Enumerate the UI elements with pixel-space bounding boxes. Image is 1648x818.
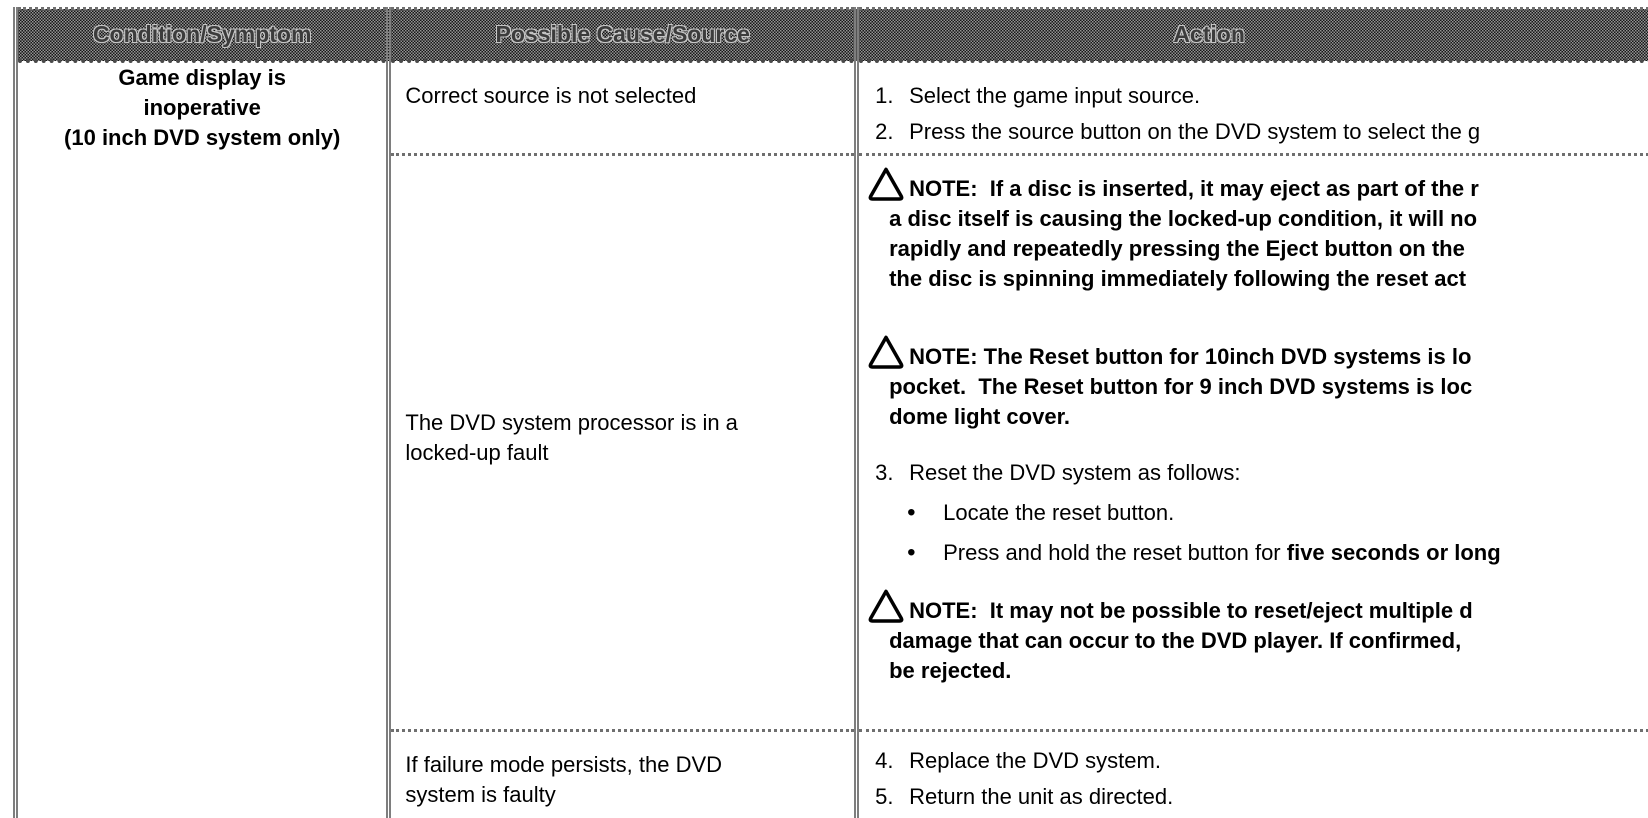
action-step-1: 1. Select the game input source. (867, 81, 1648, 111)
action-cell-2: NOTE: If a disc is inserted, it may ejec… (854, 152, 1648, 732)
step-text: Press the source button on the DVD syste… (909, 118, 1481, 144)
action-cell-3: 4. Replace the DVD system. 5. Return the… (854, 728, 1648, 818)
note-text: NOTE: It may not be possible to reset/ej… (909, 597, 1473, 623)
bullet-item-1: • Locate the reset button. (867, 498, 1648, 528)
bullet-icon: • (907, 498, 916, 526)
header-possible-cause-source-label: Possible Cause/Source (495, 20, 750, 47)
table-row: Game display is inoperative (10 inch DVD… (12, 59, 1648, 818)
cause-text-1: Correct source is not selected (405, 82, 697, 108)
action-step-4: 4. Replace the DVD system. (867, 746, 1648, 776)
step-number: 5. (875, 783, 894, 809)
header-action-label: Action (1173, 20, 1245, 47)
action-step-3: 3. Reset the DVD system as follows: (867, 458, 1648, 488)
note-text: pocket. The Reset button for 9 inch DVD … (889, 373, 1473, 399)
step-number: 4. (875, 747, 894, 773)
note-text: dome light cover. (889, 403, 1071, 429)
troubleshooting-table: Condition/Symptom Possible Cause/Source … (12, 7, 1648, 818)
step-number: 1. (875, 82, 894, 108)
header-condition-symptom: Condition/Symptom (12, 7, 392, 63)
condition-text: inoperative (143, 94, 261, 120)
cause-cell-1: Correct source is not selected (386, 59, 860, 156)
table-header-row: Condition/Symptom Possible Cause/Source … (12, 7, 1648, 63)
table-row: If failure mode persists, the DVD system… (16, 728, 1648, 818)
note-text: NOTE: If a disc is inserted, it may ejec… (909, 175, 1479, 201)
step-number: 2. (875, 118, 894, 144)
cause-cell-2: The DVD system processor is in a locked-… (386, 152, 860, 732)
cause-text-3: system is faulty (405, 781, 556, 807)
note-triangle-icon (868, 335, 904, 369)
header-possible-cause-source: Possible Cause/Source (386, 7, 860, 63)
table-row: The DVD system processor is in a locked-… (16, 152, 1648, 732)
bullet-text: Press and hold the reset button for five… (943, 539, 1501, 565)
condition-cell: Game display is inoperative (10 inch DVD… (12, 59, 392, 818)
note-block-2: NOTE: The Reset button for 10inch DVD sy… (867, 332, 1648, 432)
action-step-2: 2. Press the source button on the DVD sy… (867, 117, 1648, 147)
step-text: Select the game input source. (909, 82, 1201, 108)
cause-text-2: The DVD system processor is in a (405, 410, 738, 435)
header-action: Action (854, 7, 1648, 63)
bullet-item-2: • Press and hold the reset button for fi… (867, 538, 1648, 568)
step-text: Reset the DVD system as follows: (909, 459, 1241, 485)
step-text: Return the unit as directed. (909, 783, 1174, 809)
note-text: be rejected. (889, 657, 1012, 683)
cause-text-2: locked-up fault (405, 440, 549, 465)
step-text: Replace the DVD system. (909, 747, 1161, 773)
cause-text-3: If failure mode persists, the DVD (405, 751, 723, 777)
step-number: 3. (875, 459, 894, 485)
note-block-3: NOTE: It may not be possible to reset/ej… (867, 586, 1648, 686)
note-triangle-icon (868, 589, 904, 623)
note-text: rapidly and repeatedly pressing the Ejec… (889, 235, 1465, 261)
bullet-icon: • (907, 538, 916, 566)
note-text: the disc is spinning immediately followi… (889, 265, 1467, 291)
note-text: NOTE: The Reset button for 10inch DVD sy… (909, 343, 1472, 369)
note-triangle-icon (868, 167, 904, 201)
action-cell-1: 1. Select the game input source. 2. Pres… (854, 59, 1648, 156)
bullet-text: Locate the reset button. (943, 499, 1175, 525)
note-text: damage that can occur to the DVD player.… (889, 627, 1468, 653)
cause-cell-3: If failure mode persists, the DVD system… (386, 728, 860, 818)
note-block-1: NOTE: If a disc is inserted, it may ejec… (867, 164, 1648, 294)
action-step-5: 5. Return the unit as directed. (867, 782, 1648, 812)
condition-text: (10 inch DVD system only) (64, 124, 341, 150)
header-condition-symptom-label: Condition/Symptom (92, 20, 312, 47)
condition-text: Game display is (118, 64, 286, 90)
note-text: a disc itself is causing the locked-up c… (889, 205, 1478, 231)
